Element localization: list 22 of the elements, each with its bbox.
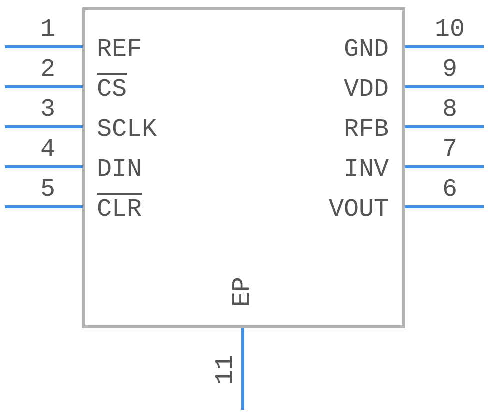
pin-name: REF xyxy=(97,37,142,63)
pin-number: 7 xyxy=(442,137,458,163)
pin-name: RFB xyxy=(344,117,390,143)
pin-name: INV xyxy=(344,157,390,183)
pin-number: 4 xyxy=(40,137,56,163)
pin-number: 1 xyxy=(40,17,56,43)
pin-name: CLR xyxy=(97,197,142,223)
pin-name: EP xyxy=(230,277,256,307)
pin-name: GND xyxy=(344,37,390,63)
pin-number: 9 xyxy=(442,57,458,83)
pin-name: SCLK xyxy=(97,117,158,143)
pin-number: 2 xyxy=(40,57,56,83)
pin-number: 11 xyxy=(213,355,239,385)
pin-number: 10 xyxy=(435,17,466,43)
pin-name: VDD xyxy=(344,77,390,103)
pin-name: VOUT xyxy=(329,197,390,223)
pin-name: CS xyxy=(97,77,128,103)
pin-number: 3 xyxy=(40,97,56,123)
pin-number: 8 xyxy=(442,97,458,123)
pin-name: DIN xyxy=(97,157,142,183)
pin-number: 6 xyxy=(442,177,458,203)
pin-number: 5 xyxy=(40,177,56,203)
